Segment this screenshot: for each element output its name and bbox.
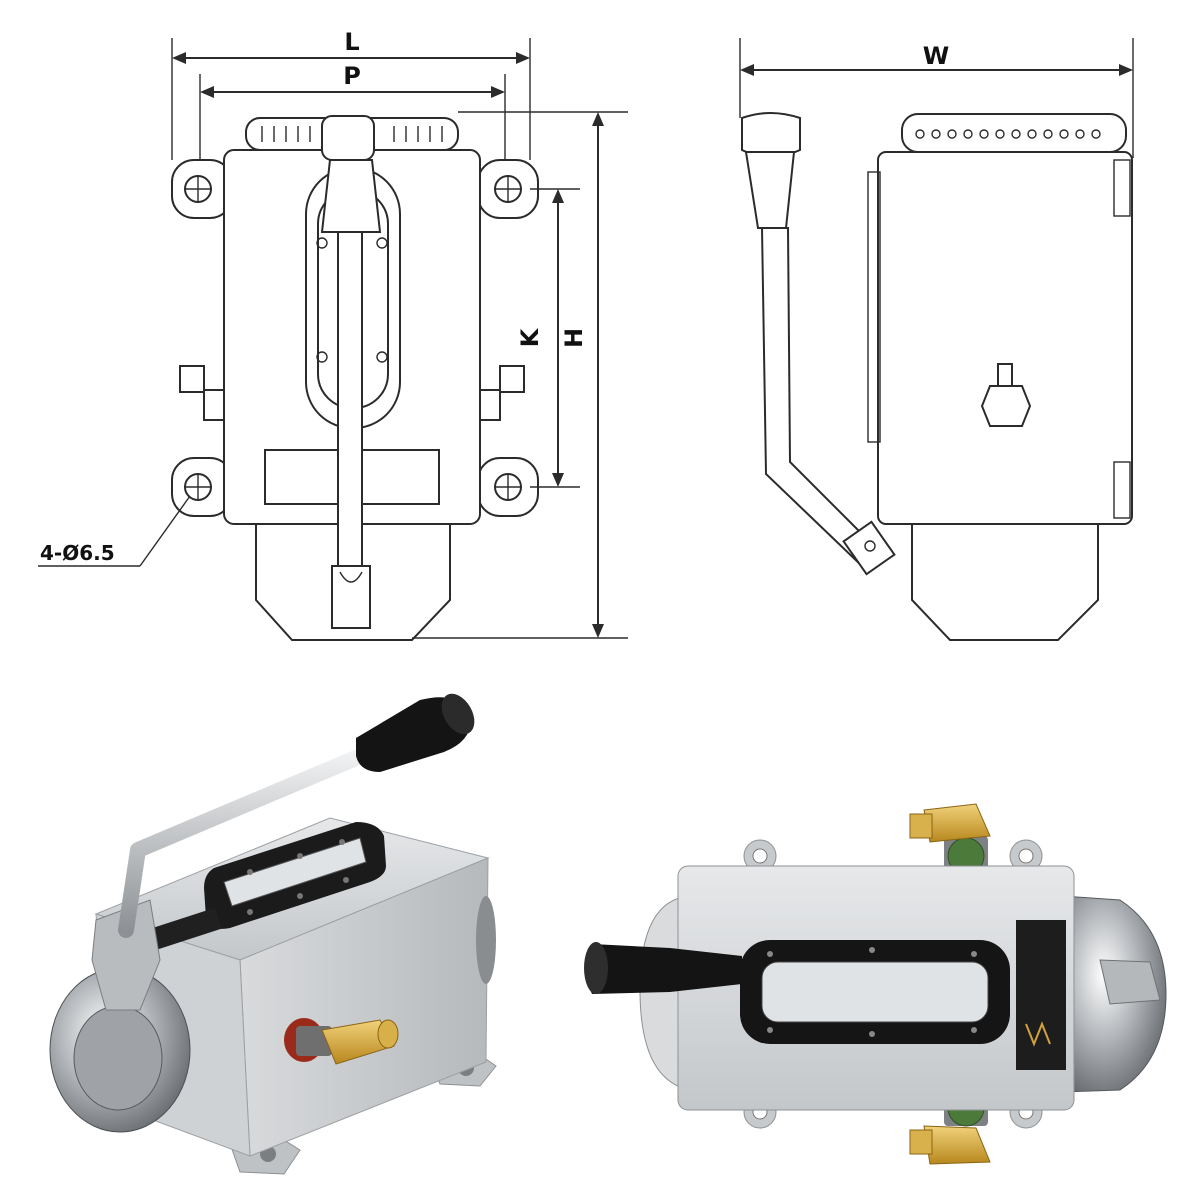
right-product-photo [584, 803, 1167, 1165]
left-product-photo [49, 693, 497, 1175]
dimension-label-w: W [923, 42, 949, 70]
front-view-drawing: L P [38, 28, 628, 641]
hole-callout-label: 4-Ø6.5 [40, 541, 115, 565]
dimension-label-p: P [343, 62, 361, 90]
dimension-label-h: H [560, 328, 588, 348]
dimension-label-k: K [516, 327, 544, 347]
side-view-drawing: W [739, 38, 1134, 641]
mounting-holes [184, 175, 522, 501]
dimension-label-l: L [344, 28, 359, 56]
